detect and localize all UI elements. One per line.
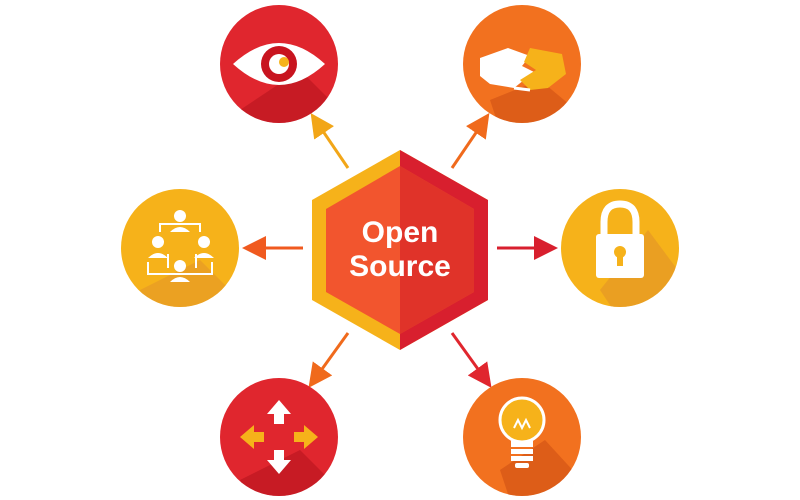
node-security <box>561 189 679 307</box>
open-source-hub: Open Source <box>312 150 488 350</box>
arrow-to-innovation <box>450 332 492 388</box>
hub-label-line1: Open <box>362 216 439 249</box>
node-collaboration <box>463 5 581 123</box>
arrow-to-freedom <box>308 332 350 388</box>
node-innovation <box>463 378 581 496</box>
arrow-to-transparency <box>310 113 350 169</box>
hub-label-line2: Source <box>349 250 451 283</box>
node-community <box>121 189 239 307</box>
arrow-to-collaboration <box>450 113 490 169</box>
padlock-icon <box>596 200 644 278</box>
lightbulb-icon <box>498 396 546 468</box>
node-freedom <box>220 378 338 496</box>
four-arrows-icon <box>240 400 318 474</box>
node-transparency <box>220 5 338 123</box>
handshake-icon <box>480 48 566 92</box>
eye-icon <box>233 43 325 85</box>
